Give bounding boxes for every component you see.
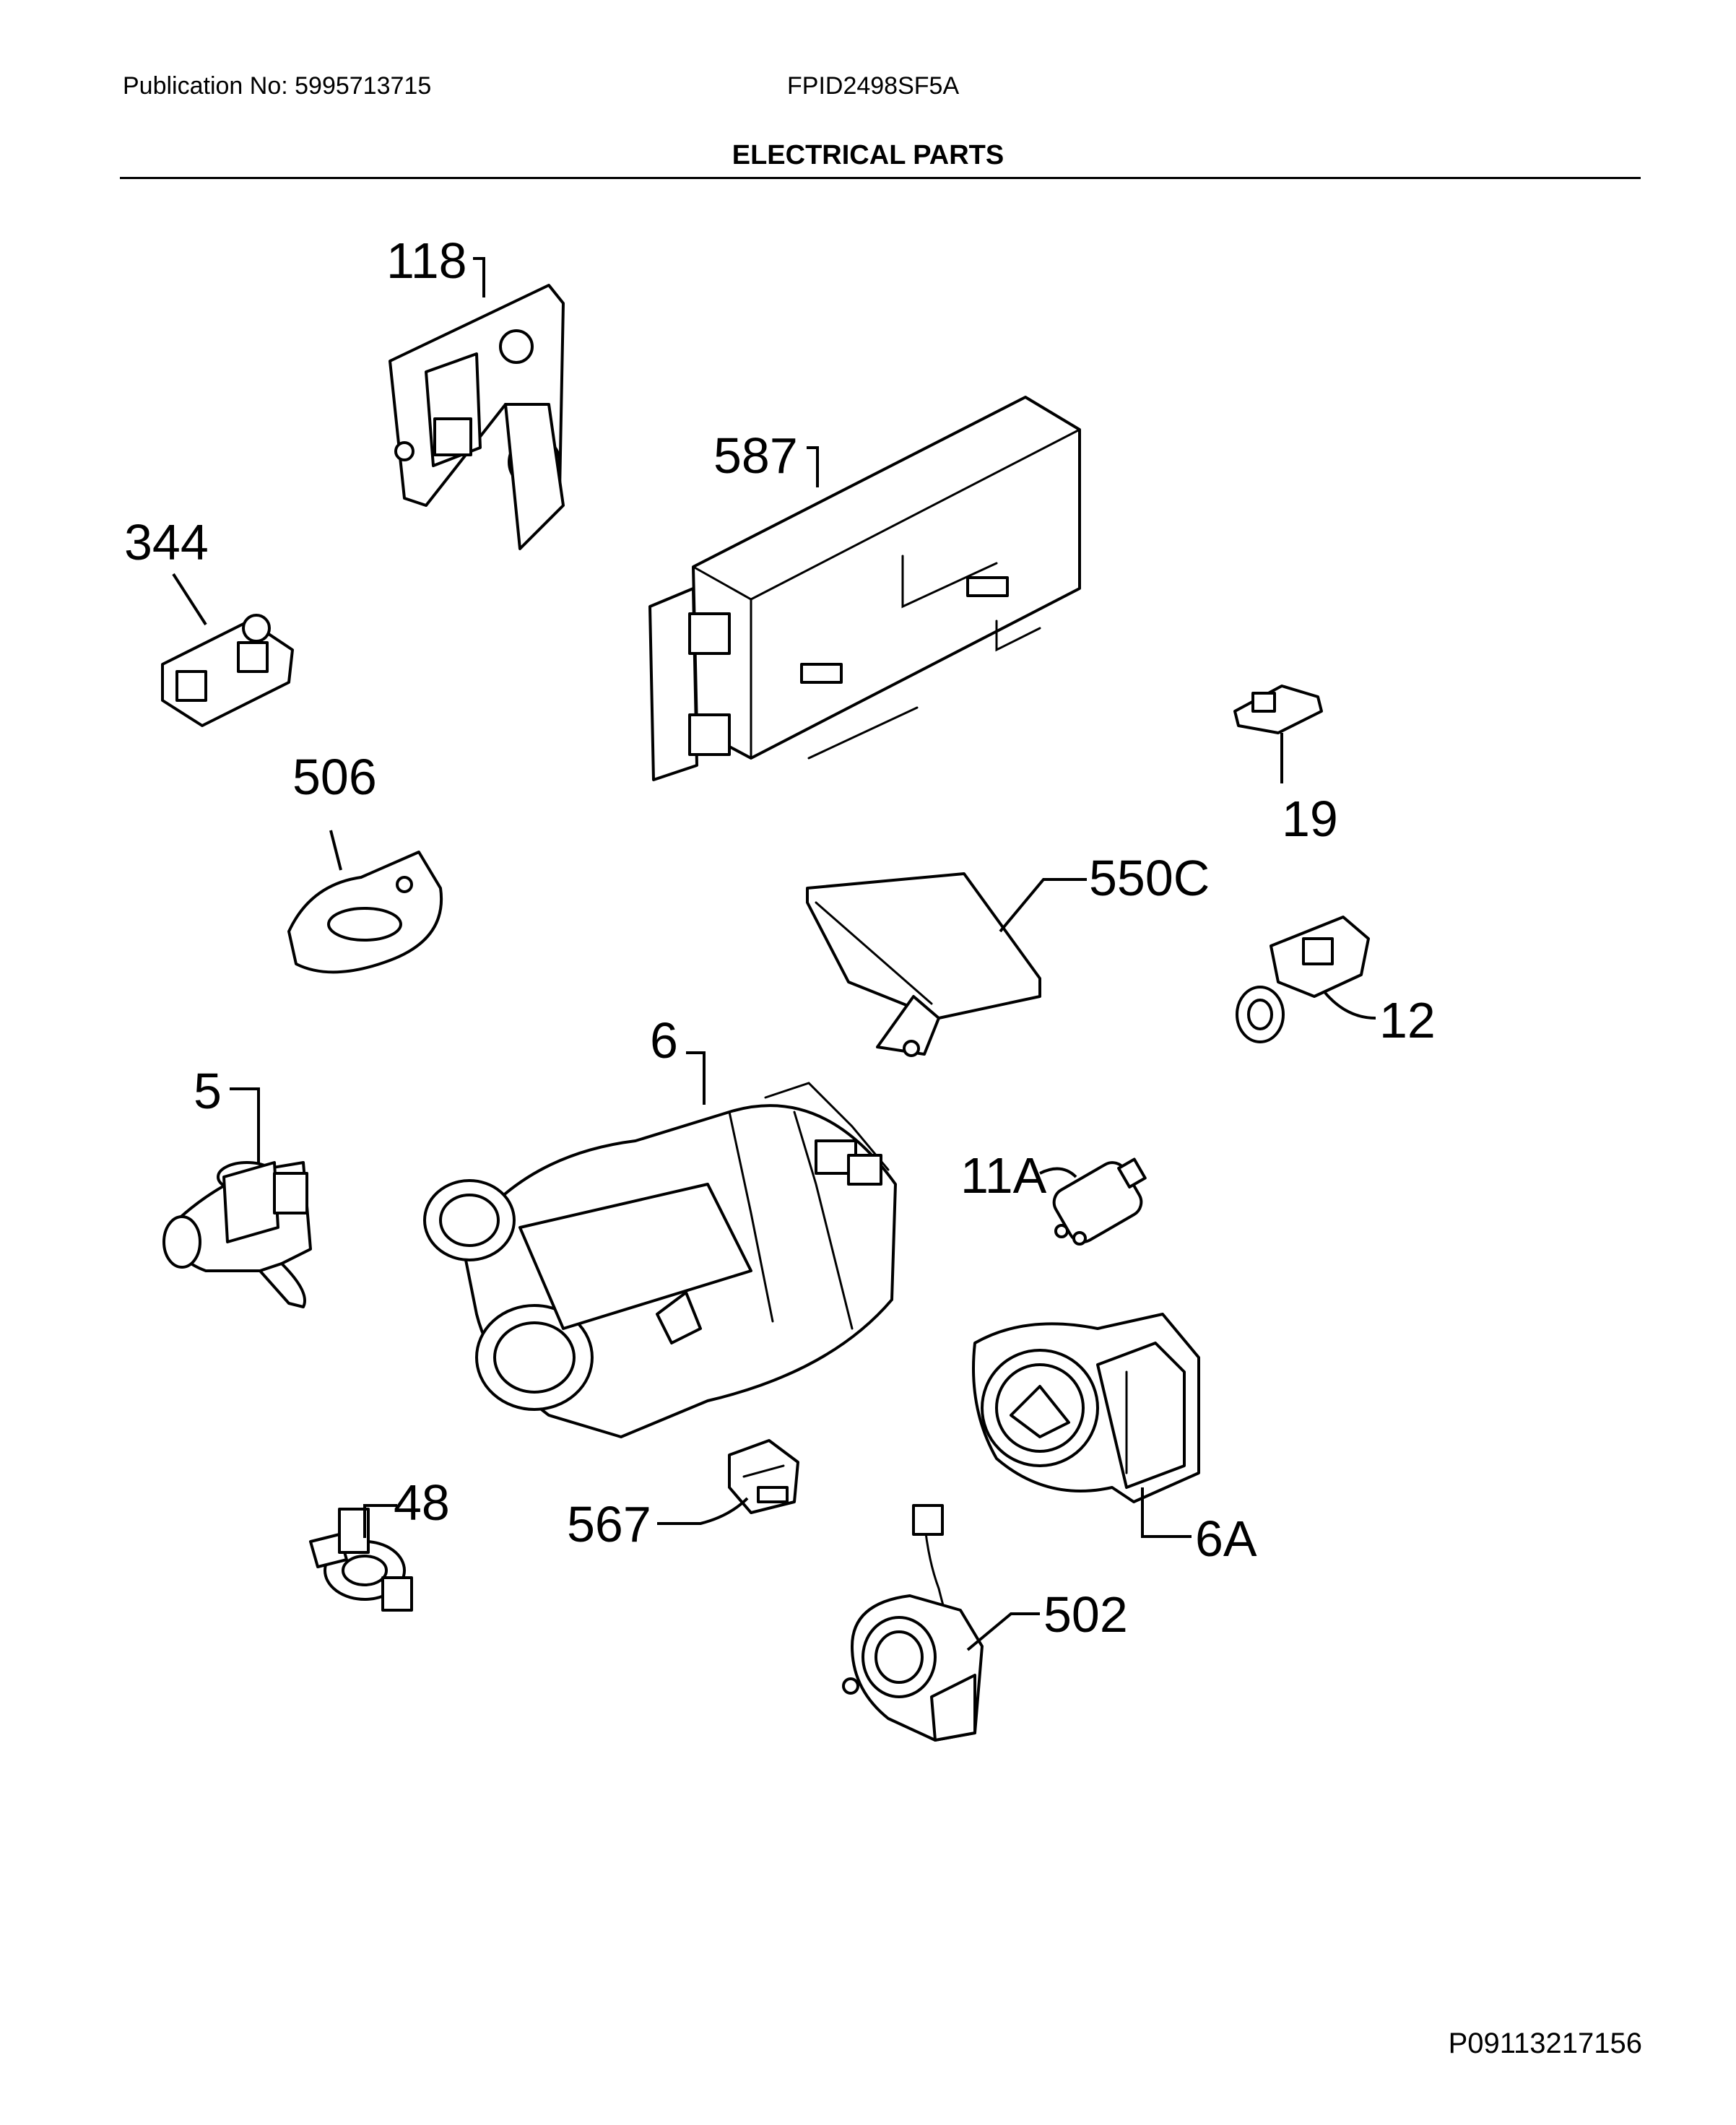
callout-11a: 11A bbox=[960, 1147, 1047, 1204]
callout-506: 506 bbox=[292, 749, 377, 805]
part-12-pressure-sensor bbox=[1236, 916, 1370, 1043]
footer-code: P09113217156 bbox=[1448, 2028, 1642, 2059]
callout-567: 567 bbox=[567, 1496, 651, 1552]
callout-19: 19 bbox=[1282, 791, 1338, 847]
leader-506 bbox=[329, 830, 342, 871]
leader-12 bbox=[1324, 991, 1376, 1020]
callout-587: 587 bbox=[713, 427, 798, 484]
part-506-sensor bbox=[287, 851, 443, 974]
leader-587 bbox=[807, 446, 819, 487]
page-title: ELECTRICAL PARTS bbox=[732, 140, 1004, 170]
model-number: FPID2498SF5A bbox=[787, 72, 960, 100]
leader-344 bbox=[172, 573, 207, 626]
leader-48 bbox=[363, 1504, 397, 1538]
part-502-blower-fan bbox=[842, 1504, 984, 1742]
part-48-flow-meter bbox=[309, 1508, 413, 1612]
callout-6a: 6A bbox=[1195, 1511, 1257, 1567]
part-550c-board-cover bbox=[806, 872, 1041, 1057]
leader-502 bbox=[966, 1612, 1040, 1651]
part-6-circulation-pump bbox=[423, 1082, 897, 1438]
leader-6a bbox=[1141, 1487, 1192, 1538]
part-11a-capacitor bbox=[1052, 1157, 1147, 1246]
leader-567 bbox=[657, 1497, 749, 1525]
leader-5 bbox=[230, 1087, 260, 1163]
callout-6: 6 bbox=[650, 1012, 678, 1069]
header-rule bbox=[120, 177, 1641, 179]
callout-48: 48 bbox=[394, 1474, 450, 1531]
leader-118 bbox=[473, 257, 485, 297]
part-5-inlet-valve bbox=[162, 1161, 312, 1308]
callout-118: 118 bbox=[386, 233, 467, 289]
callout-344: 344 bbox=[124, 514, 209, 570]
callout-5: 5 bbox=[194, 1063, 222, 1119]
part-344-door-switch bbox=[161, 614, 294, 727]
publication-number: Publication No: 5995713715 bbox=[123, 72, 432, 100]
leader-550c bbox=[999, 878, 1087, 933]
callout-550c: 550C bbox=[1089, 850, 1210, 906]
callout-502: 502 bbox=[1043, 1586, 1128, 1643]
callout-12: 12 bbox=[1379, 992, 1436, 1048]
part-6a-drain-pump bbox=[972, 1313, 1200, 1503]
leader-11a bbox=[1039, 1167, 1077, 1178]
part-587-control-board bbox=[648, 396, 1081, 781]
part-118-control-panel bbox=[389, 284, 565, 550]
part-567-clip bbox=[728, 1439, 799, 1514]
part-19-connector bbox=[1233, 685, 1323, 734]
leader-6 bbox=[686, 1051, 706, 1105]
